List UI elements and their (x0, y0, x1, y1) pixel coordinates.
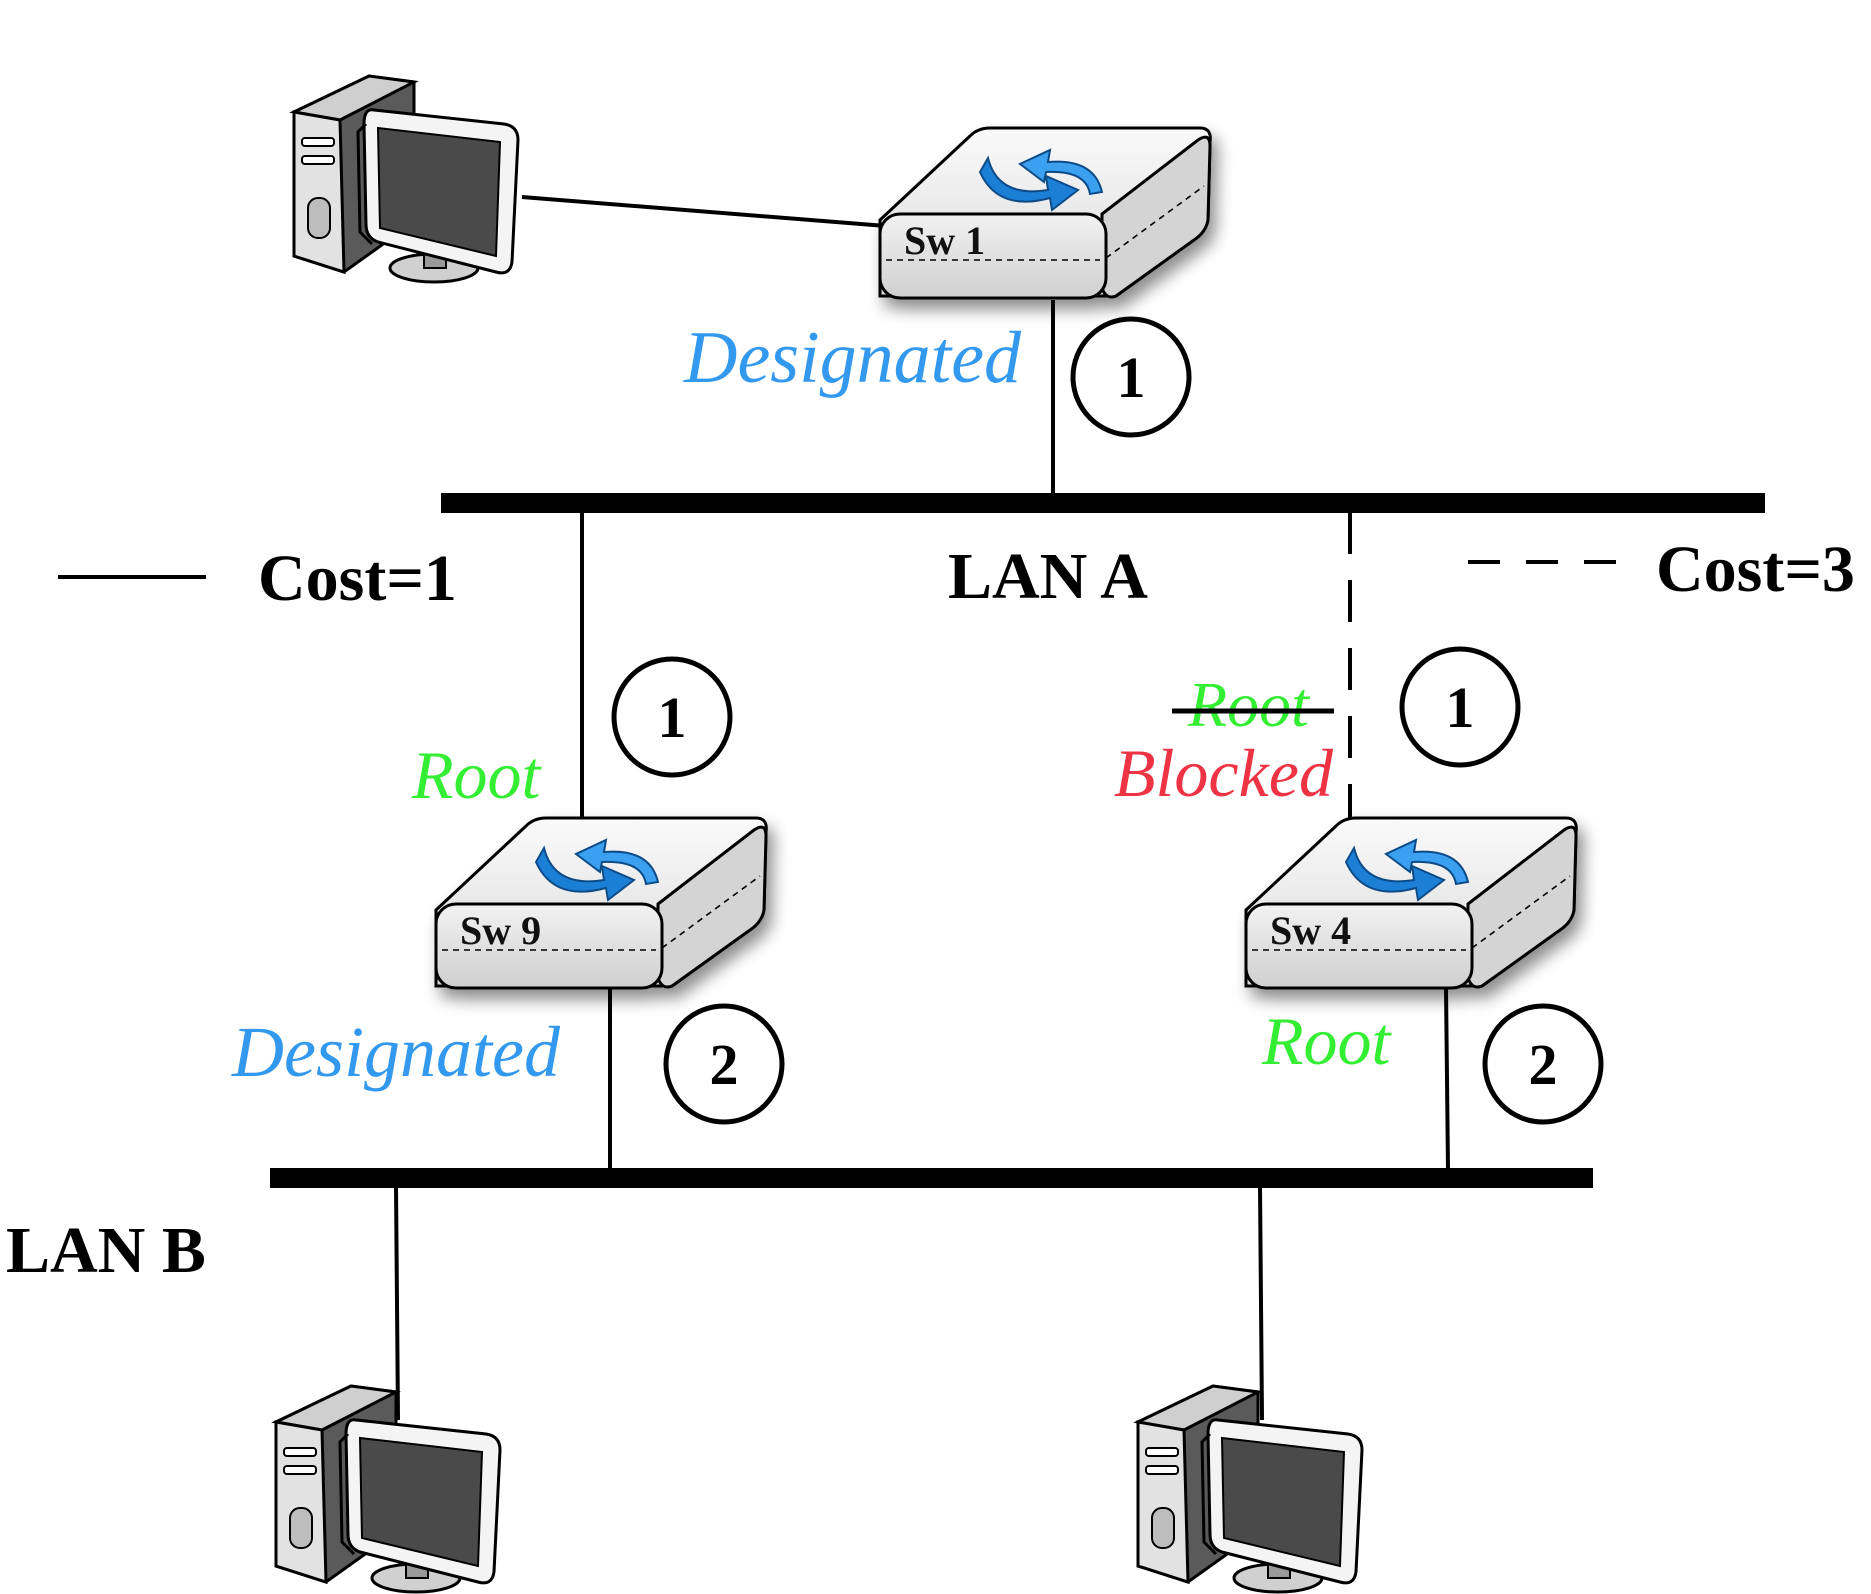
port-number-sw9-2: 2 (663, 1003, 785, 1125)
svg-text:1: 1 (1446, 675, 1475, 740)
legend-dashed-label: Cost=3 (1656, 533, 1855, 606)
port-role-sw9-designated: Designated (231, 1012, 561, 1092)
switch-sw9-label: Sw 9 (460, 908, 541, 953)
svg-text:1: 1 (658, 685, 687, 750)
switch-icon (1244, 816, 1578, 990)
port-role-sw1-designated: Designated (683, 317, 1022, 399)
lan-b-label: LAN B (6, 1214, 206, 1287)
link-sw4-lan-b (1444, 987, 1450, 1171)
port-role-sw4-blocked: Blocked (1114, 735, 1334, 811)
port-number-sw1-1: 1 (1070, 316, 1192, 438)
link-host-sw1 (521, 195, 887, 228)
port-role-sw4-previous-root: Root (1187, 669, 1311, 740)
port-number-sw4-1: 1 (1399, 646, 1521, 768)
computer-icon (274, 1384, 502, 1594)
switch-sw9[interactable]: Sw 9 (434, 816, 768, 990)
port-number-sw9-1: 1 (611, 656, 733, 778)
switch-icon (878, 126, 1212, 300)
port-role-sw4-root: Root (1261, 1003, 1393, 1079)
svg-text:2: 2 (710, 1032, 739, 1097)
switch-sw1[interactable]: Sw 1 (878, 126, 1212, 300)
switch-sw1-label: Sw 1 (904, 218, 985, 263)
port-role-sw9-root: Root (411, 737, 543, 813)
port-number-sw4-2: 2 (1482, 1003, 1604, 1125)
legend-solid-label: Cost=1 (258, 542, 457, 615)
svg-text:2: 2 (1529, 1032, 1558, 1097)
switch-sw4[interactable]: Sw 4 (1244, 816, 1578, 990)
computer-icon (1136, 1384, 1364, 1594)
switch-icon (434, 816, 768, 990)
switch-sw4-label: Sw 4 (1270, 908, 1351, 953)
lan-a-label: LAN A (948, 540, 1148, 613)
svg-text:1: 1 (1117, 345, 1146, 410)
link-lan-b-host-left (394, 1185, 400, 1421)
link-lan-b-host-right (1258, 1185, 1264, 1421)
computer-icon (292, 74, 520, 284)
